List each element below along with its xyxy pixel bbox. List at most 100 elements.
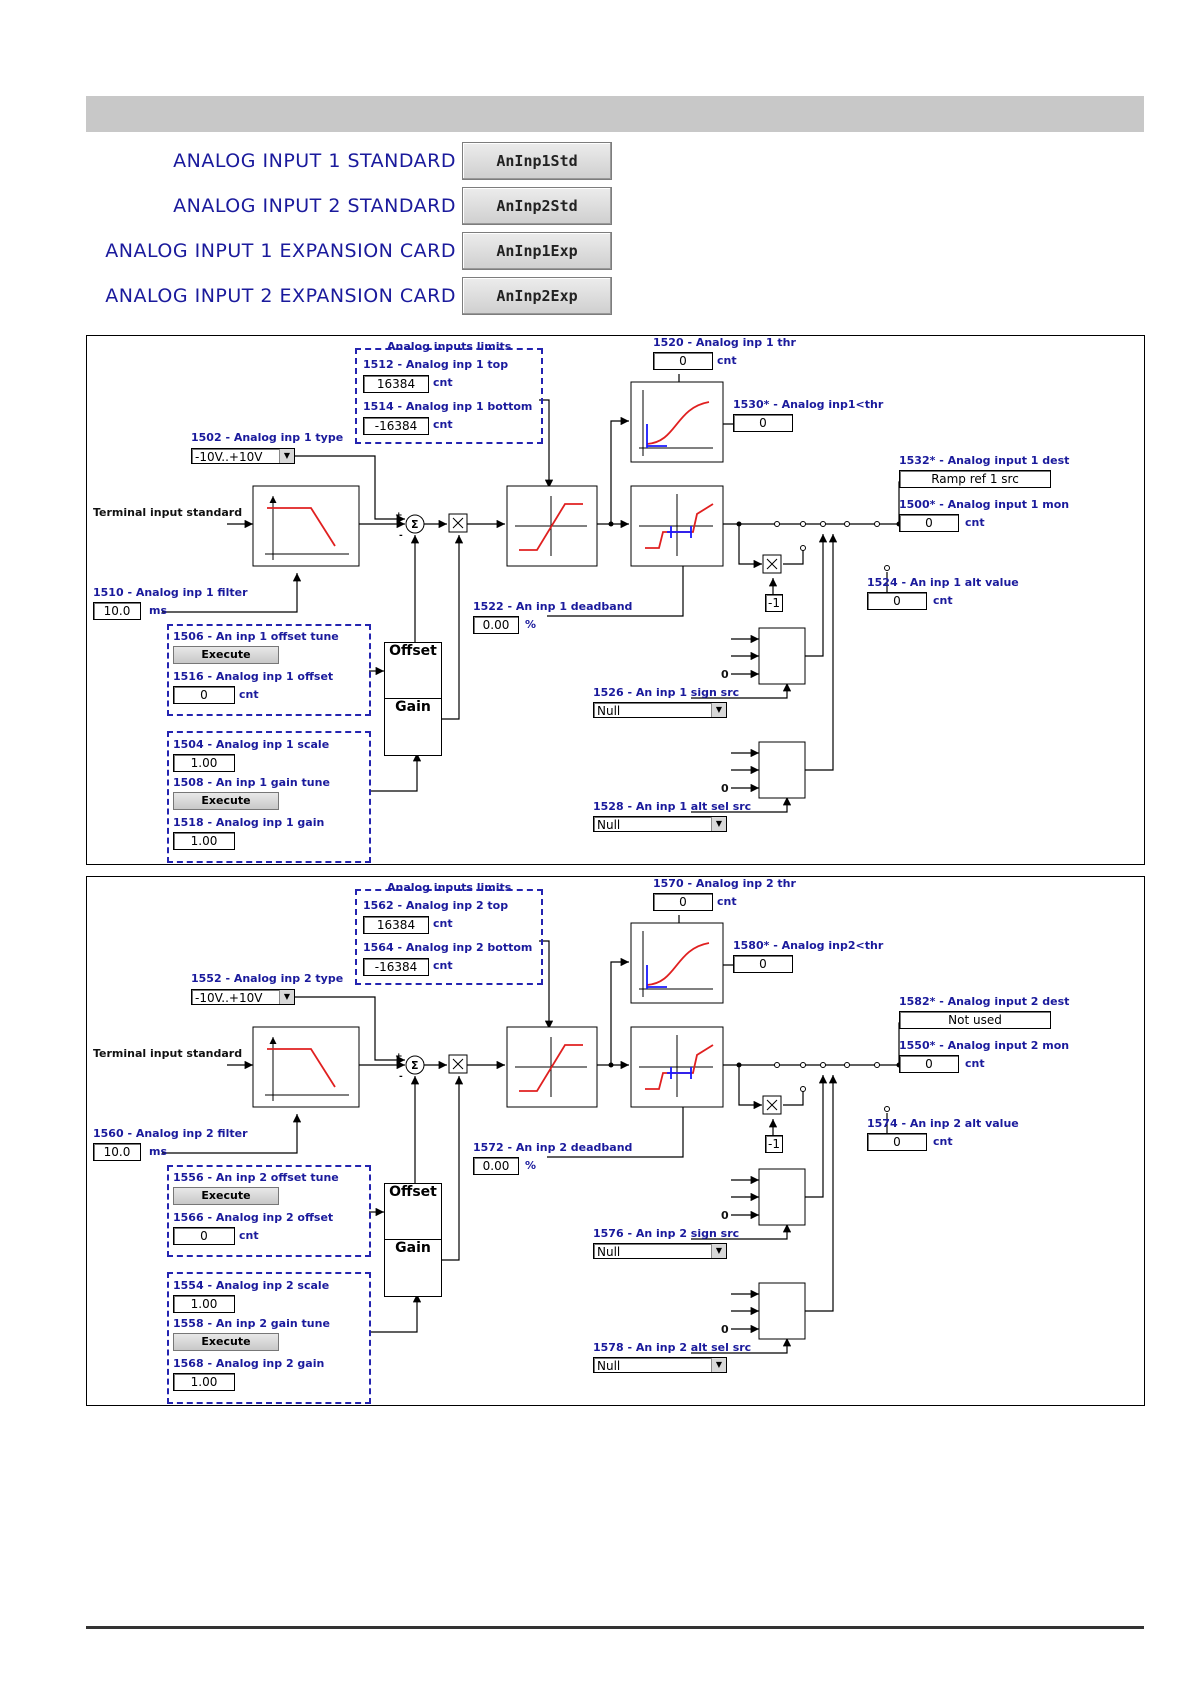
- filter-value-field[interactable]: 10.0: [93, 1143, 141, 1161]
- anin1exp-button[interactable]: AnInp1Exp: [462, 232, 612, 270]
- alt-param-label: 1574 - An inp 2 alt value: [867, 1117, 1019, 1130]
- scale-value-field[interactable]: 1.00: [173, 1295, 235, 1313]
- alt-value-field[interactable]: 0: [867, 1133, 927, 1151]
- gain-value-field[interactable]: 1.00: [173, 832, 235, 850]
- chevron-down-icon[interactable]: ▼: [279, 990, 294, 1004]
- type-select[interactable]: -10V..+10V ▼: [191, 448, 295, 464]
- bottom-param-label: 1514 - Analog inp 1 bottom: [363, 400, 533, 413]
- offset-dashed-box: [167, 1165, 371, 1257]
- offset-param-label: 1516 - Analog inp 1 offset: [173, 670, 334, 683]
- deadband-value-field[interactable]: 0.00: [473, 1157, 519, 1175]
- mon-param-label: 1500* - Analog input 1 mon: [899, 498, 1070, 511]
- chevron-down-icon[interactable]: ▼: [711, 1244, 726, 1258]
- anin2exp-button[interactable]: AnInp2Exp: [462, 277, 612, 315]
- bottom-param-label: 1564 - Analog inp 2 bottom: [363, 941, 533, 954]
- limits-dashed-box: [355, 348, 543, 444]
- sum-plus-sign: +: [395, 1052, 403, 1062]
- deadband-param-label: 1522 - An inp 1 deadband: [473, 600, 633, 613]
- alt-param-label: 1524 - An inp 1 alt value: [867, 576, 1019, 589]
- filter-value-field[interactable]: 10.0: [93, 602, 141, 620]
- alt-sel-select-value: Null: [597, 1359, 621, 1373]
- chevron-down-icon[interactable]: ▼: [279, 449, 294, 463]
- offset-tune-label: 1506 - An inp 1 offset tune: [173, 630, 339, 643]
- deadband-value-field[interactable]: 0.00: [473, 616, 519, 634]
- mon-unit: cnt: [965, 516, 985, 529]
- threshold-block: [630, 381, 724, 463]
- offset-value-field[interactable]: 0: [173, 1227, 235, 1245]
- offset-param-label: 1566 - Analog inp 2 offset: [173, 1211, 334, 1224]
- thr-unit: cnt: [717, 354, 737, 367]
- scale-value-field[interactable]: 1.00: [173, 754, 235, 772]
- sign-src-select[interactable]: Null▼: [593, 1243, 727, 1259]
- thr-output-field: 0: [733, 414, 793, 432]
- nav-label-ai1-exp: ANALOG INPUT 1 EXPANSION CARD: [105, 240, 456, 262]
- offset-tune-label: 1556 - An inp 2 offset tune: [173, 1171, 339, 1184]
- anin1std-button[interactable]: AnInp1Std: [462, 142, 612, 180]
- footer-rule: [86, 1626, 1144, 1629]
- anin2std-button[interactable]: AnInp2Std: [462, 187, 612, 225]
- thr-value-field[interactable]: 0: [653, 352, 713, 370]
- type-param-label: 1502 - Analog inp 1 type: [191, 431, 344, 444]
- gain-tune-label: 1508 - An inp 1 gain tune: [173, 776, 330, 789]
- gain-execute-button[interactable]: Execute: [173, 1333, 279, 1351]
- offset-value-field[interactable]: 0: [173, 686, 235, 704]
- dest-param-label: 1582* - Analog input 2 dest: [899, 995, 1070, 1008]
- section-header-bar: [86, 96, 1144, 132]
- offset-execute-button[interactable]: Execute: [173, 646, 279, 664]
- bottom-value-field[interactable]: -16384: [363, 958, 429, 976]
- terminal-input-label: Terminal input standard: [93, 506, 243, 519]
- top-value-field[interactable]: 16384: [363, 916, 429, 934]
- alt-sel-label: 1528 - An inp 1 alt sel src: [593, 800, 752, 813]
- filter-unit: ms: [149, 1145, 168, 1158]
- sum-node: [405, 1055, 425, 1075]
- sum-minus-sign: -: [399, 531, 403, 541]
- gain-value-field[interactable]: 1.00: [173, 1373, 235, 1391]
- sign-switch: [758, 627, 806, 685]
- threshold-block: [630, 922, 724, 1004]
- nav-row-ai1-exp: ANALOG INPUT 1 EXPANSION CARD: [86, 232, 456, 270]
- gain-block: Gain: [384, 698, 442, 756]
- filter-unit: ms: [149, 604, 168, 617]
- alt-switch: [758, 741, 806, 799]
- bottom-value-field[interactable]: -16384: [363, 417, 429, 435]
- top-param-label: 1512 - Analog inp 1 top: [363, 358, 509, 371]
- alt-sel-select[interactable]: Null ▼: [593, 1357, 727, 1373]
- bottom-unit: cnt: [433, 418, 453, 431]
- sign-src-select[interactable]: Null▼: [593, 702, 727, 718]
- type-select-value: -10V..+10V: [195, 450, 263, 464]
- thr-value-field[interactable]: 0: [653, 893, 713, 911]
- offset-dashed-box: [167, 624, 371, 716]
- thr-output-label: 1580* - Analog inp2<thr: [733, 939, 884, 952]
- alt-unit: cnt: [933, 1135, 953, 1148]
- chevron-down-icon[interactable]: ▼: [711, 817, 726, 831]
- signal-flow-lines: Σ + -: [162, 374, 927, 813]
- alt-sel-select[interactable]: Null ▼: [593, 816, 727, 832]
- alt-value-field[interactable]: 0: [867, 592, 927, 610]
- offset-unit: cnt: [239, 1229, 259, 1242]
- alt-sel-select-value: Null: [597, 818, 621, 832]
- sum-plus-sign: +: [395, 511, 403, 521]
- top-value-field[interactable]: 16384: [363, 375, 429, 393]
- type-select-value: -10V..+10V: [195, 991, 263, 1005]
- alt-switch-zero: 0: [721, 782, 729, 795]
- neg-one-field: -1: [765, 1135, 783, 1153]
- offset-execute-button[interactable]: Execute: [173, 1187, 279, 1205]
- filter-param-label: 1560 - Analog inp 2 filter: [93, 1127, 248, 1140]
- nav-label-ai1-std: ANALOG INPUT 1 STANDARD: [173, 150, 456, 172]
- chevron-down-icon[interactable]: ▼: [711, 1358, 726, 1372]
- type-select[interactable]: -10V..+10V ▼: [191, 989, 295, 1005]
- filter-param-label: 1510 - Analog inp 1 filter: [93, 586, 248, 599]
- dest-value-field: Ramp ref 1 src: [899, 470, 1051, 488]
- sum-node: [405, 514, 425, 534]
- mon-value-field: 0: [899, 514, 959, 532]
- mon-param-label: 1550* - Analog input 2 mon: [899, 1039, 1070, 1052]
- top-unit: cnt: [433, 376, 453, 389]
- thr-param-label: 1570 - Analog inp 2 thr: [653, 877, 796, 890]
- nav-label-ai2-exp: ANALOG INPUT 2 EXPANSION CARD: [105, 285, 456, 307]
- sign-src-label: 1526 - An inp 1 sign src: [593, 686, 740, 699]
- alt-switch: [758, 1282, 806, 1340]
- gain-execute-button[interactable]: Execute: [173, 792, 279, 810]
- offset-block: Offset: [384, 1183, 442, 1241]
- chevron-down-icon[interactable]: ▼: [711, 703, 726, 717]
